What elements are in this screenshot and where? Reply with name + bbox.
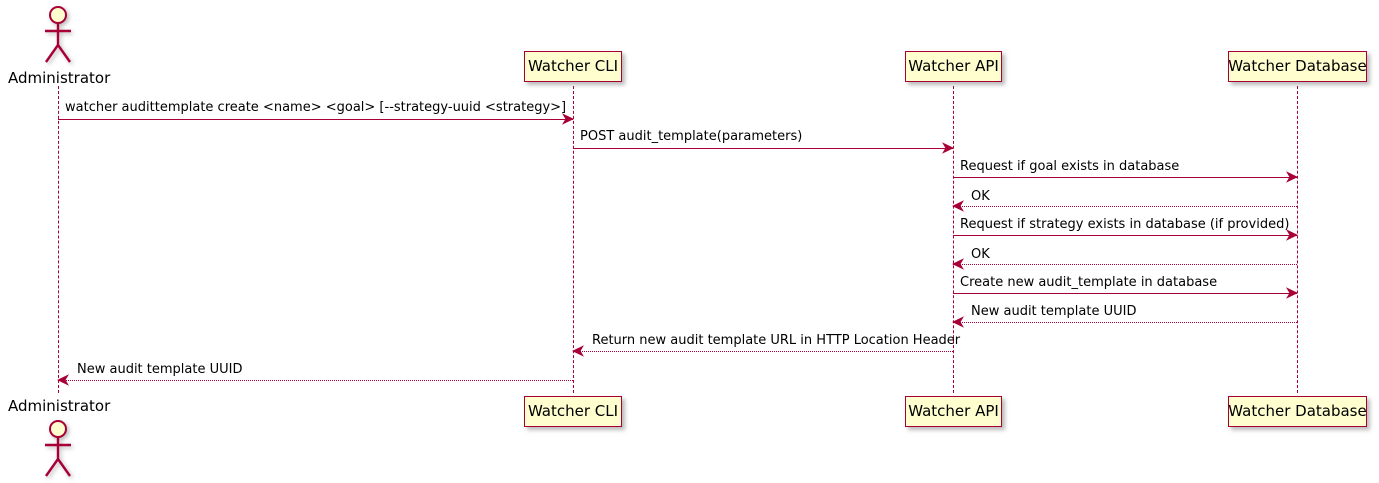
message-line-6 <box>953 293 1297 294</box>
message-label-0: watcher audittemplate create <name> <goa… <box>65 100 567 115</box>
participant-api-top[interactable]: Watcher API <box>905 51 1002 82</box>
message-line-9 <box>58 380 573 381</box>
participant-cli-bottom[interactable]: Watcher CLI <box>524 396 622 427</box>
message-label-1: POST audit_template(parameters) <box>580 129 803 144</box>
message-arrowhead-8 <box>572 345 584 357</box>
actor-top-label: Administrator <box>8 69 111 87</box>
lifeline-watcher-cli <box>572 86 574 393</box>
message-label-2: Request if goal exists in database <box>960 159 1180 174</box>
message-line-7 <box>953 322 1297 323</box>
message-arrowhead-2 <box>1286 171 1298 183</box>
participant-cli-top[interactable]: Watcher CLI <box>524 51 622 82</box>
message-arrowhead-0 <box>562 113 574 125</box>
lifeline-watcher-api <box>952 86 954 393</box>
message-label-4: Request if strategy exists in database (… <box>960 217 1290 232</box>
message-label-6: Create new audit_template in database <box>960 275 1218 290</box>
participant-label: Watcher API <box>908 57 999 75</box>
participant-api-bottom[interactable]: Watcher API <box>905 396 1002 427</box>
message-arrowhead-7 <box>952 316 964 328</box>
message-arrowhead-1 <box>942 142 954 154</box>
participant-label: Watcher Database <box>1228 57 1367 75</box>
message-line-2 <box>953 177 1297 178</box>
message-label-8: Return new audit template URL in HTTP Lo… <box>592 333 961 348</box>
message-label-5: OK <box>971 247 990 262</box>
message-label-9: New audit template UUID <box>77 362 243 377</box>
message-arrowhead-5 <box>952 258 964 270</box>
message-line-1 <box>573 148 953 149</box>
message-arrowhead-6 <box>1286 287 1298 299</box>
participant-db-bottom[interactable]: Watcher Database <box>1228 396 1367 427</box>
message-arrowhead-9 <box>57 374 69 386</box>
message-label-7: New audit template UUID <box>971 304 1137 319</box>
participant-label: Watcher API <box>908 402 999 420</box>
message-line-8 <box>573 351 953 352</box>
actor-bottom-label: Administrator <box>8 397 111 415</box>
message-line-5 <box>953 264 1297 265</box>
message-line-3 <box>953 206 1297 207</box>
actor-top-figure <box>45 6 71 63</box>
message-arrowhead-4 <box>1286 229 1298 241</box>
message-line-0 <box>58 119 573 120</box>
message-arrowhead-3 <box>952 200 964 212</box>
actor-bottom-figure <box>45 420 71 477</box>
participant-label: Watcher CLI <box>527 57 619 75</box>
participant-db-top[interactable]: Watcher Database <box>1228 51 1367 82</box>
lifeline-watcher-db <box>1296 86 1298 393</box>
message-label-3: OK <box>971 189 990 204</box>
participant-label: Watcher Database <box>1228 402 1367 420</box>
lifeline-administrator <box>57 86 59 393</box>
message-line-4 <box>953 235 1297 236</box>
participant-label: Watcher CLI <box>527 402 619 420</box>
